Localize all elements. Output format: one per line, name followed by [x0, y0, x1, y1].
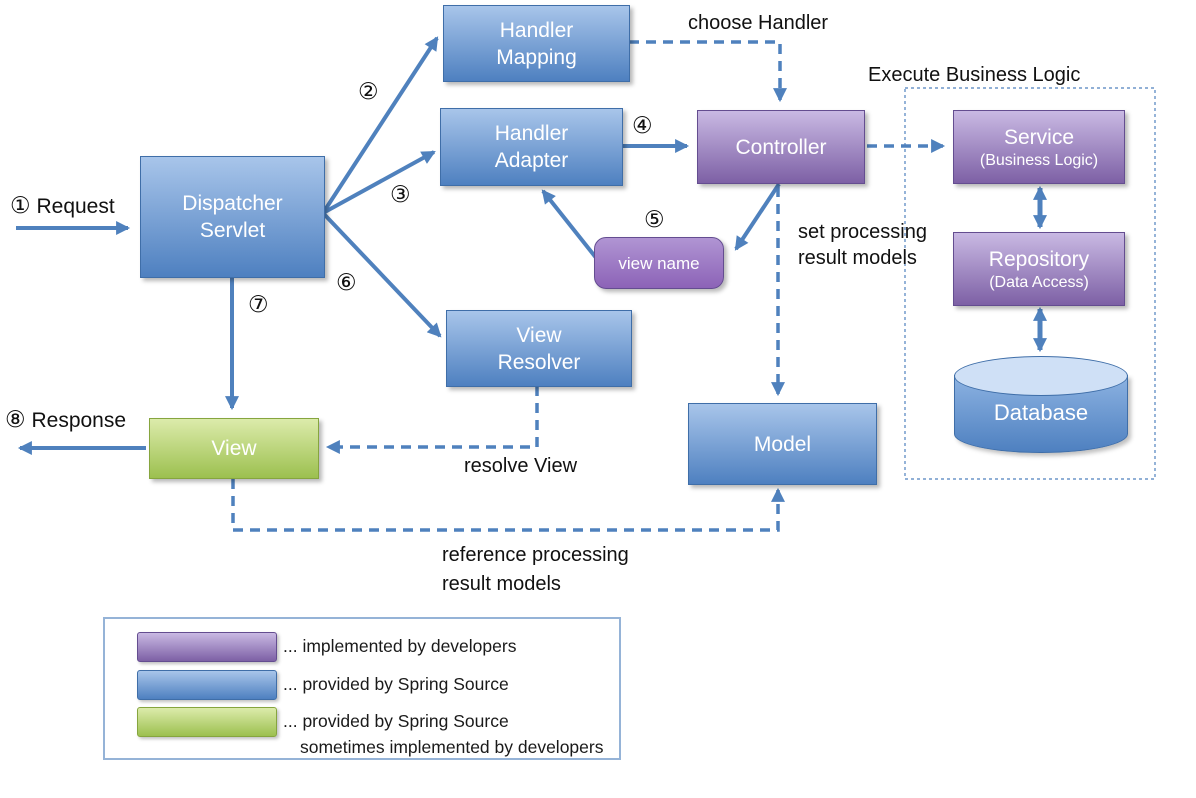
resolve-view-label: resolve View — [464, 455, 578, 477]
node-handler-mapping: Handler Mapping — [443, 5, 630, 82]
legend-swatch-green — [137, 707, 277, 737]
legend-box: ... implemented by developers ... provid… — [103, 617, 621, 760]
step-3-badge: ③ — [390, 181, 411, 207]
reference-line2: result models — [442, 573, 561, 595]
arrow-view-name-to-handler-adapter — [541, 189, 599, 261]
step-7-badge: ⑦ — [248, 291, 269, 317]
view-resolver-label-line2: Resolver — [497, 350, 581, 374]
node-database: Database — [954, 356, 1128, 454]
reference-models-label: reference processing result models — [442, 541, 629, 599]
step-6-badge: ⑥ — [336, 269, 357, 295]
step-8-badge: ⑧ — [5, 406, 26, 432]
arrow-controller-to-view-name — [734, 182, 781, 251]
arrow-reference-models — [231, 479, 785, 532]
response-text: Response — [31, 409, 127, 432]
step-1-badge: ① — [10, 192, 31, 218]
arrow-step6-to-view-resolver — [321, 211, 442, 338]
view-name-label: view name — [618, 253, 700, 273]
dispatcher-servlet-label-line2: Servlet — [199, 219, 266, 242]
view-label: View — [211, 437, 257, 460]
model-label: Model — [753, 432, 812, 456]
view-resolver-label-line1: View — [516, 323, 562, 347]
dispatcher-servlet-label-line1: Dispatcher — [182, 192, 283, 215]
node-handler-adapter: Handler Adapter — [440, 108, 623, 186]
service-label: Service — [1003, 125, 1075, 149]
database-cylinder-top — [954, 356, 1128, 396]
service-sublabel: (Business Logic) — [979, 151, 1099, 169]
arrow-step2-to-handler-mapping — [321, 36, 439, 215]
request-label: ① Request — [10, 192, 115, 220]
step-2-badge: ② — [358, 78, 379, 104]
set-processing-line1: set processing — [798, 221, 927, 243]
handler-mapping-label-line1: Handler — [499, 18, 574, 42]
legend-item-blue-text: ... provided by Spring Source — [283, 674, 509, 694]
node-view-name: view name — [594, 237, 724, 289]
request-text: Request — [36, 195, 115, 218]
arrow-choose-handler — [629, 40, 787, 103]
handler-adapter-label-line1: Handler — [494, 122, 569, 145]
node-service: Service (Business Logic) — [953, 110, 1125, 184]
controller-label: Controller — [735, 135, 827, 159]
node-model: Model — [688, 403, 877, 485]
execute-business-logic-label: Execute Business Logic — [868, 64, 1081, 86]
handler-adapter-label-line2: Adapter — [494, 149, 569, 172]
legend-item-green-line2: sometimes implemented by developers — [300, 737, 604, 757]
handler-mapping-label-line2: Mapping — [496, 45, 577, 69]
set-processing-line2: result models — [798, 247, 917, 269]
node-view-resolver: View Resolver — [446, 310, 632, 387]
node-repository: Repository (Data Access) — [953, 232, 1125, 306]
legend-item-green-line1: ... provided by Spring Source — [283, 711, 509, 731]
execute-business-logic-boundary — [904, 87, 1156, 480]
reference-line1: reference processing — [442, 544, 629, 566]
legend-item-green-text: ... provided by Spring Source sometimes … — [283, 708, 603, 760]
arrow-resolve-view — [325, 386, 539, 454]
node-view: View — [149, 418, 319, 479]
node-dispatcher-servlet: Dispatcher Servlet — [140, 156, 325, 278]
step-4-badge: ④ — [632, 112, 653, 138]
legend-swatch-blue — [137, 670, 277, 700]
legend-item-purple-text: ... implemented by developers — [283, 636, 517, 656]
set-processing-label: set processing result models — [798, 219, 927, 271]
choose-handler-label: choose Handler — [688, 12, 829, 34]
step-5-badge: ⑤ — [644, 206, 665, 232]
node-controller: Controller — [697, 110, 865, 184]
database-label: Database — [993, 400, 1089, 425]
legend-swatch-purple — [137, 632, 277, 662]
repository-label: Repository — [988, 247, 1090, 271]
repository-sublabel: (Data Access) — [989, 273, 1089, 291]
response-label: ⑧ Response — [5, 406, 126, 434]
arrow-step3-to-handler-adapter — [322, 150, 436, 215]
